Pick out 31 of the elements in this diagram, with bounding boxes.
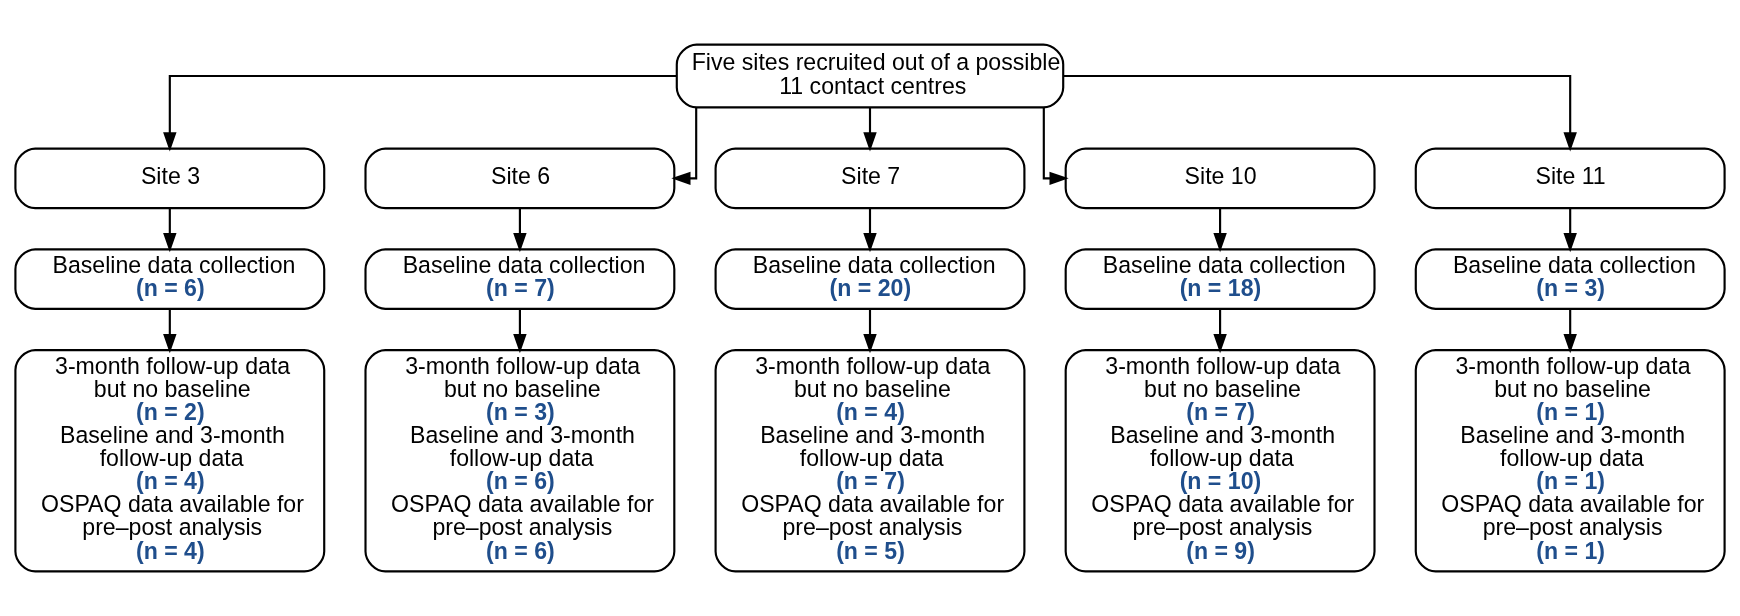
node-box: Site 10 (1064, 147, 1376, 210)
arrow (671, 107, 698, 186)
arrow (163, 74, 677, 152)
node-box: Site 7 (714, 147, 1026, 210)
arrow (863, 107, 877, 152)
arrow (1042, 107, 1069, 186)
arrow (163, 309, 177, 354)
node-box: Baseline data collection (n = 6) (14, 248, 326, 310)
arrow (513, 208, 527, 253)
arrow (1563, 208, 1577, 253)
node-box: Five sites recruited out of a possible 11 contact centres (675, 43, 1065, 109)
arrow (863, 309, 877, 354)
node-box: 3-month follow-up data but no baseline (n = 2) Baseline and 3-month follow-up data (n = 4) OSPAQ data available for pre–post analysis (n = 4) (14, 349, 326, 573)
node-box: 3-month follow-up data but no baseline (n = 1) Baseline and 3-month follow-up data (n = 1) OSPAQ data available for pre–post analysis (n = 1) (1414, 349, 1726, 573)
node-box: 3-month follow-up data but no baseline (n = 3) Baseline and 3-month follow-up data (n = 6) OSPAQ data available for pre–post analysis (n = 6) (364, 349, 676, 573)
arrow (1563, 309, 1577, 354)
node-box: Baseline data collection (n = 3) (1414, 248, 1726, 310)
node-box: 3-month follow-up data but no baseline (n = 7) Baseline and 3-month follow-up data (n = 10) OSPAQ data available for pre–post analysis (n = 9) (1064, 349, 1376, 573)
arrow (1213, 309, 1227, 354)
arrow (1063, 74, 1577, 152)
node-box: Site 6 (364, 147, 676, 210)
arrow (513, 309, 527, 354)
node-box: 3-month follow-up data but no baseline (n = 4) Baseline and 3-month follow-up data (n = 7) OSPAQ data available for pre–post analysis (n = 5) (714, 349, 1026, 573)
arrow (163, 208, 177, 253)
node-box: Baseline data collection (n = 7) (364, 248, 676, 310)
node-box: Site 3 (14, 147, 326, 210)
arrow (1213, 208, 1227, 253)
node-box: Baseline data collection (n = 20) (714, 248, 1026, 310)
node-box: Baseline data collection (n = 18) (1064, 248, 1376, 310)
node-box: Site 11 (1414, 147, 1726, 210)
arrow (863, 208, 877, 253)
